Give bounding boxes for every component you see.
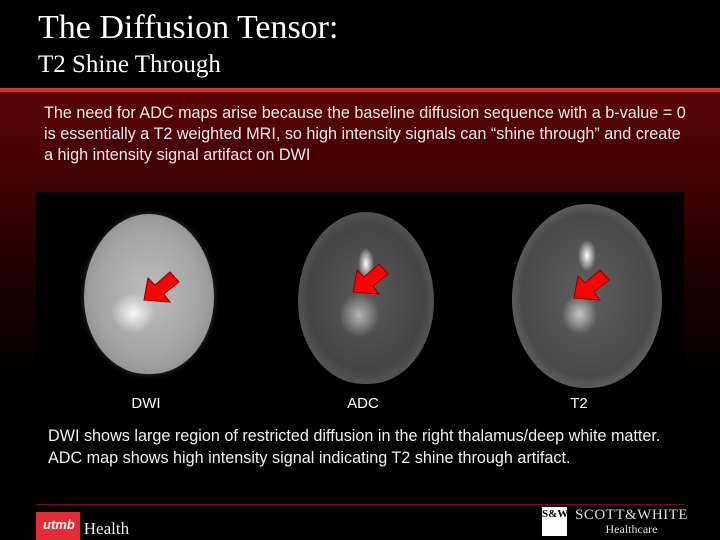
adc-mri-image <box>298 212 434 384</box>
footer-divider <box>36 504 684 505</box>
sw-wordmark: SCOTT&WHITE Healthcare <box>575 506 688 536</box>
intro-paragraph: The need for ADC maps arise because the … <box>44 104 686 164</box>
slide-subtitle: T2 Shine Through <box>38 51 221 78</box>
adc-label: ADC <box>347 395 379 412</box>
title-divider <box>0 88 720 92</box>
utmb-health-text: Health <box>83 519 130 538</box>
title-area: The Diffusion Tensor: T2 Shine Through <box>0 0 720 88</box>
scott-white-logo: S&W SCOTT&WHITE Healthcare <box>542 507 688 536</box>
mri-image-panel <box>36 192 684 412</box>
red-arrow-icon <box>351 262 389 296</box>
utmb-mark: utmb <box>36 512 80 540</box>
utmb-health-logo: utmb Health <box>36 512 129 540</box>
red-arrow-icon <box>142 270 180 304</box>
red-arrow-icon <box>572 268 610 302</box>
slide-title: The Diffusion Tensor: <box>38 9 339 46</box>
t2-label: T2 <box>570 395 588 412</box>
description-paragraph: DWI shows large region of restricted dif… <box>48 427 661 467</box>
dwi-label: DWI <box>131 395 161 412</box>
sw-monogram-icon: S&W <box>542 507 568 536</box>
sw-name: SCOTT&WHITE <box>575 506 688 523</box>
sw-sub: Healthcare <box>605 521 658 536</box>
